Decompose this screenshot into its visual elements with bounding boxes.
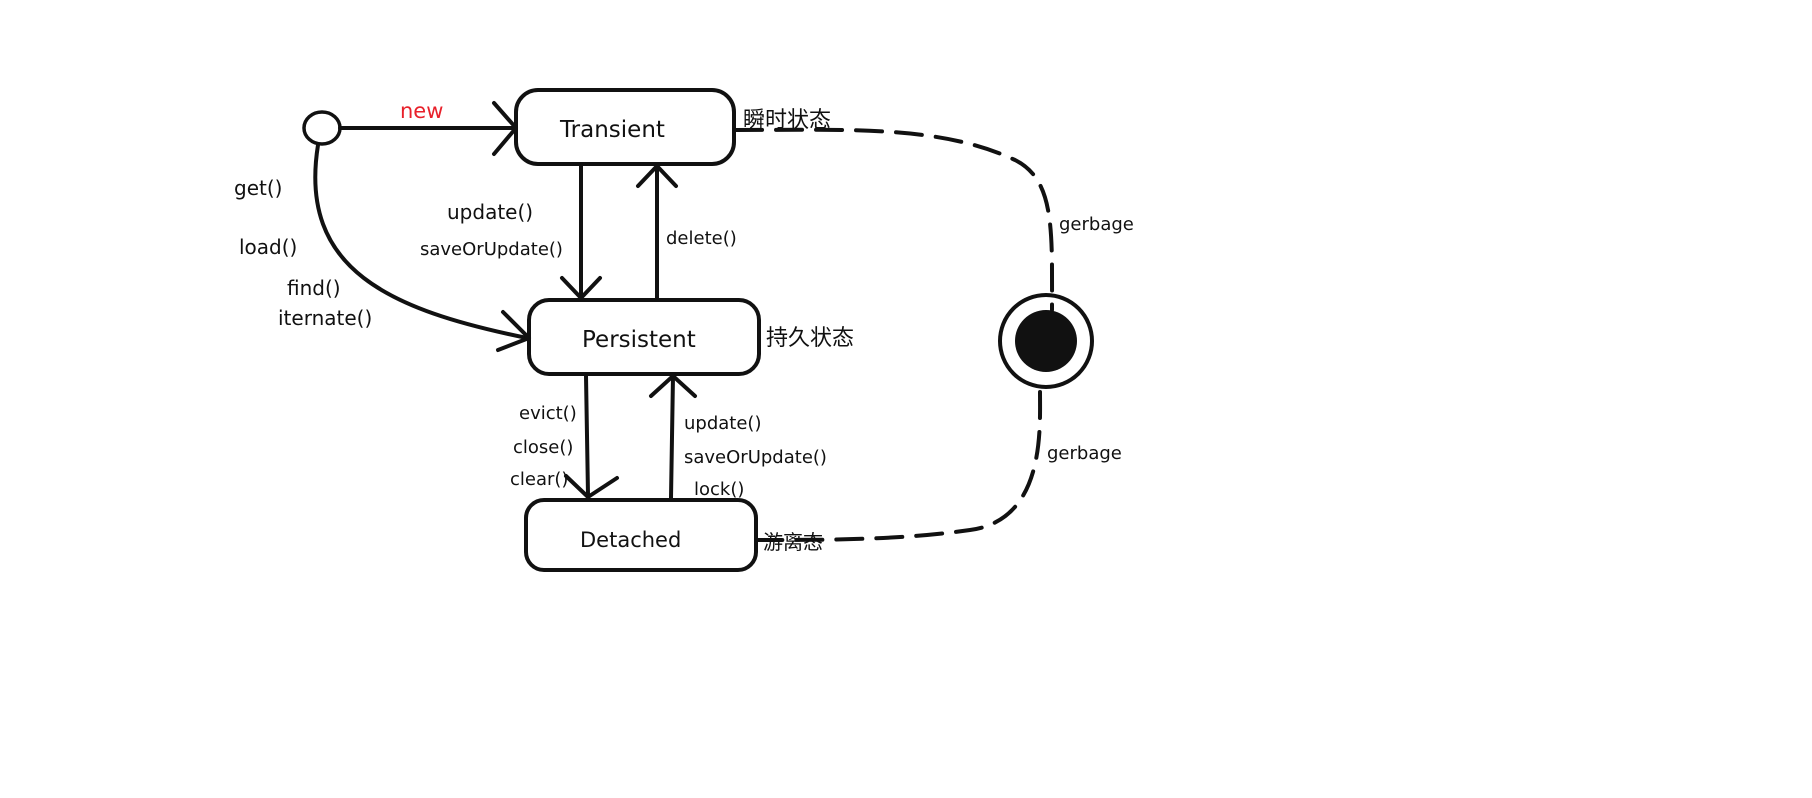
load-arrowhead <box>496 310 531 352</box>
delete-arrowhead <box>636 164 678 188</box>
new-arrowhead <box>492 101 518 156</box>
lock-label: lock() <box>694 479 745 500</box>
find-label: find() <box>287 276 341 300</box>
delete-label: delete() <box>666 228 737 249</box>
final-state-ring <box>998 293 1094 389</box>
close-label: close() <box>513 437 574 458</box>
transient-state-label: Transient <box>560 117 665 143</box>
evict-label: evict() <box>519 403 577 424</box>
persistent-state-label: Persistent <box>582 327 696 353</box>
reattach-arrow <box>669 374 675 500</box>
iternate-label: iternate() <box>278 306 373 330</box>
update-label: update() <box>447 200 534 224</box>
reattach-update-label: update() <box>684 413 762 434</box>
reattach-save-or-update-label: saveOrUpdate() <box>684 447 827 468</box>
persistent-cn-label: 持久状态 <box>766 326 855 351</box>
transient-gerbage-path <box>734 127 1055 312</box>
detached-gerbage-path <box>750 390 1043 542</box>
detached-state-label: Detached <box>580 528 682 552</box>
detached-state-box <box>524 498 758 572</box>
detached-cn-label: 游离态 <box>763 530 823 554</box>
reattach-arrowhead <box>649 374 697 398</box>
evict-arrowhead <box>564 474 619 499</box>
transient-gerbage-label: gerbage <box>1059 214 1134 235</box>
load-arrow <box>313 143 529 340</box>
initial-state-node <box>302 110 342 146</box>
load-label: load() <box>239 235 298 259</box>
detached-gerbage-label: gerbage <box>1047 443 1122 464</box>
clear-label: clear() <box>510 469 569 490</box>
final-state-dot <box>1015 310 1077 372</box>
save-or-update-label: saveOrUpdate() <box>420 239 563 260</box>
new-label: new <box>400 99 444 123</box>
evict-arrow <box>584 374 590 497</box>
get-label: get() <box>234 176 283 200</box>
transient-cn-label: 瞬时状态 <box>743 108 832 133</box>
update-arrowhead <box>560 276 602 300</box>
